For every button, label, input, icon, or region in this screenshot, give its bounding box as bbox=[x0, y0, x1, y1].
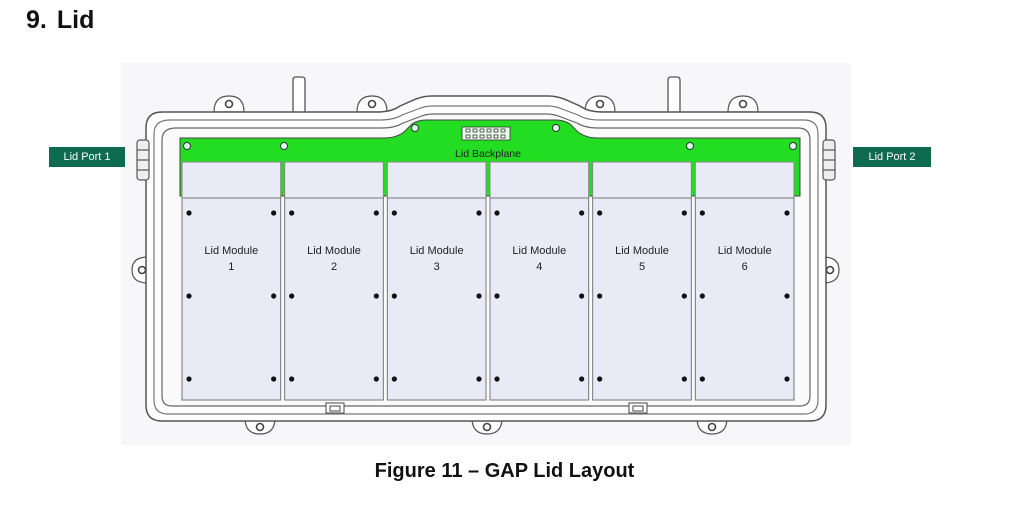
module-number-label: 3 bbox=[434, 261, 440, 273]
module-name-label: Lid Module bbox=[718, 245, 772, 257]
module-mount-dot bbox=[289, 376, 295, 382]
module-mount-dot bbox=[476, 376, 482, 382]
module-top-cell bbox=[592, 161, 692, 199]
module-mount-dot bbox=[494, 210, 500, 216]
side-connectors bbox=[136, 139, 836, 181]
module-mount-dot bbox=[271, 376, 277, 382]
module-number-label: 5 bbox=[639, 261, 645, 273]
module-number-label: 6 bbox=[742, 261, 748, 273]
module-mount-dot bbox=[681, 376, 687, 382]
module-mount-dot bbox=[579, 376, 585, 382]
module-mount-dot bbox=[391, 293, 397, 299]
module-mount-dot bbox=[289, 210, 295, 216]
module-mount-dot bbox=[186, 210, 192, 216]
module-name-label: Lid Module bbox=[204, 245, 258, 257]
mounting-ears bbox=[131, 95, 840, 435]
module-mount-dot bbox=[579, 210, 585, 216]
module-mount-dot bbox=[494, 376, 500, 382]
section-title: Lid bbox=[56, 6, 95, 34]
backplane-header-connector bbox=[461, 126, 511, 141]
module-name-label: Lid Module bbox=[410, 245, 464, 257]
module-body bbox=[386, 197, 487, 401]
module-top-cell bbox=[694, 161, 795, 199]
module-mount-dot bbox=[373, 293, 379, 299]
ear-holes bbox=[137, 99, 835, 432]
lid-module-1: Lid Module 1 bbox=[181, 161, 282, 401]
module-name-label: Lid Module bbox=[512, 245, 566, 257]
module-name-label: Lid Module bbox=[307, 245, 361, 257]
module-mount-dot bbox=[784, 293, 790, 299]
module-mount-dot bbox=[476, 293, 482, 299]
lid-module-5: Lid Module 5 bbox=[592, 161, 692, 401]
module-mount-dot bbox=[597, 293, 603, 299]
module-mount-dot bbox=[391, 210, 397, 216]
module-mount-dot bbox=[681, 293, 687, 299]
module-mount-dot bbox=[597, 376, 603, 382]
module-name-label: Lid Module bbox=[615, 245, 669, 257]
module-mount-dot bbox=[494, 293, 500, 299]
module-mount-dot bbox=[784, 210, 790, 216]
module-mount-dot bbox=[681, 210, 687, 216]
section-number: 9. bbox=[26, 6, 47, 34]
module-mount-dot bbox=[186, 376, 192, 382]
module-mount-dot bbox=[373, 210, 379, 216]
module-top-cell bbox=[181, 161, 282, 199]
module-body bbox=[489, 197, 590, 401]
module-body bbox=[694, 197, 795, 401]
lid-module-2: Lid Module 2 bbox=[284, 161, 384, 401]
module-mount-dot bbox=[289, 293, 295, 299]
module-number-label: 2 bbox=[331, 261, 337, 273]
module-top-cell bbox=[489, 161, 590, 199]
module-number-label: 4 bbox=[536, 261, 542, 273]
module-top-cell bbox=[386, 161, 487, 199]
lid-port-1-tag: Lid Port 1 bbox=[49, 147, 125, 167]
module-body bbox=[181, 197, 282, 401]
module-mount-dot bbox=[699, 293, 705, 299]
top-handle-left bbox=[292, 76, 306, 112]
lid-port-2-tag: Lid Port 2 bbox=[853, 147, 931, 167]
module-number-label: 1 bbox=[228, 261, 234, 273]
bottom-latches bbox=[325, 402, 648, 414]
backplane-label: Lid Backplane bbox=[455, 148, 521, 160]
section-heading: 9. Lid bbox=[26, 6, 94, 35]
module-mount-dot bbox=[186, 293, 192, 299]
module-mount-dot bbox=[373, 376, 379, 382]
module-mount-dot bbox=[597, 210, 603, 216]
module-mount-dot bbox=[391, 376, 397, 382]
module-mount-dot bbox=[699, 376, 705, 382]
figure-caption: Figure 11 – GAP Lid Layout bbox=[374, 460, 635, 482]
module-mount-dot bbox=[579, 293, 585, 299]
module-mount-dot bbox=[271, 293, 277, 299]
module-mount-dot bbox=[784, 376, 790, 382]
top-handle-right bbox=[667, 76, 681, 112]
module-mount-dot bbox=[271, 210, 277, 216]
module-body bbox=[284, 197, 384, 401]
module-body bbox=[592, 197, 692, 401]
module-top-cell bbox=[284, 161, 384, 199]
lid-module-6: Lid Module 6 bbox=[694, 161, 795, 401]
backplane-screws bbox=[183, 124, 797, 150]
module-mount-dot bbox=[476, 210, 482, 216]
lid-module-3: Lid Module 3 bbox=[386, 161, 487, 401]
module-mount-dot bbox=[699, 210, 705, 216]
housing-inner-rim bbox=[153, 105, 819, 415]
lid-module-4: Lid Module 4 bbox=[489, 161, 590, 401]
